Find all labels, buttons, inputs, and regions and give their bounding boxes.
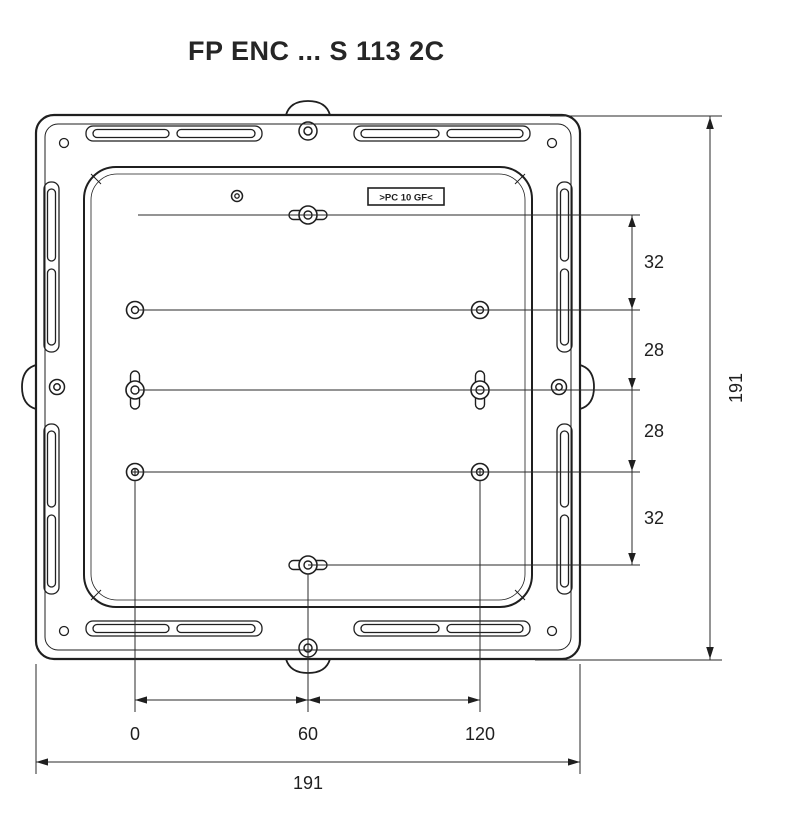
material-marking-box <box>367 187 445 206</box>
mounting-lug-top-bump <box>285 100 331 116</box>
material-marking: >PC 10 GF< <box>367 187 445 206</box>
material-marking-label: >PC 10 GF< <box>379 193 433 204</box>
dim-label-overall-height: 191 <box>726 373 746 403</box>
dim-hole-positions: 0 60 120 <box>130 481 495 744</box>
dim-label-chain-1: 32 <box>644 252 664 272</box>
lid-outline <box>83 166 533 608</box>
corner-hole <box>58 625 70 637</box>
lid-corner-ticks <box>90 173 526 601</box>
dim-label-overall-width: 191 <box>293 773 323 793</box>
corner-hole <box>546 625 558 637</box>
cover-screw-middle-left <box>125 370 145 410</box>
corner-hole <box>546 137 558 149</box>
corner-holes <box>58 137 558 637</box>
dim-label-position-120: 120 <box>465 724 495 744</box>
dim-overall-width: 191 <box>35 664 581 793</box>
dim-label-position-0: 0 <box>130 724 140 744</box>
dim-label-chain-4: 32 <box>644 508 664 528</box>
reference-lines <box>138 214 640 566</box>
mounting-screw-lower-left <box>125 462 145 482</box>
dim-chain-vertical: 32 28 28 32 <box>628 215 664 565</box>
mounting-lug-left-bump <box>21 364 37 410</box>
enclosure-lid <box>83 166 533 608</box>
drawing-title: FP ENC ... S 113 2C <box>188 36 445 66</box>
corner-hole <box>58 137 70 149</box>
pilot-hole <box>230 189 244 203</box>
dim-overall-height: 191 <box>535 115 746 661</box>
mounting-lug-right-bump <box>579 364 595 410</box>
flange-slots-top <box>85 125 531 142</box>
dimension-annotations: 32 28 28 32 191 <box>35 115 746 793</box>
flange-slots-right <box>556 181 573 595</box>
dim-label-position-60: 60 <box>298 724 318 744</box>
flange-slots-bottom <box>85 620 531 637</box>
dim-label-chain-3: 28 <box>644 421 664 441</box>
flange-slots-left <box>43 181 60 595</box>
dim-label-chain-2: 28 <box>644 340 664 360</box>
